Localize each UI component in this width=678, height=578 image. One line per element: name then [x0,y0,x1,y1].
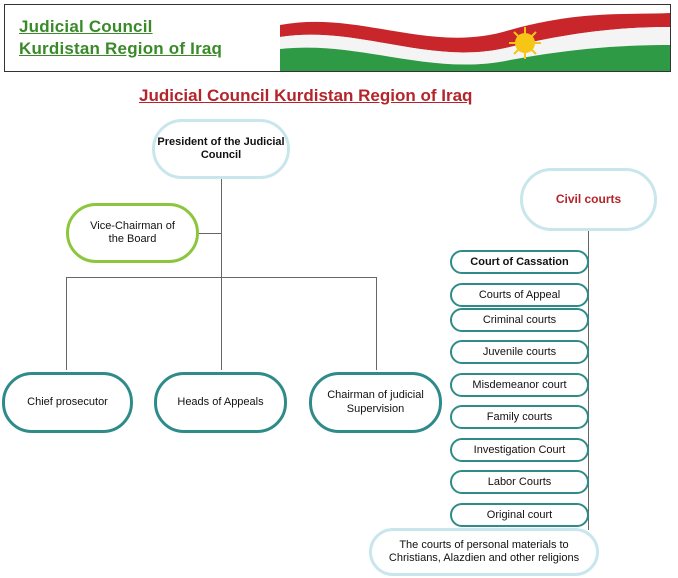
court-item: Court of Cassation [450,250,589,274]
header-banner: Judicial Council Kurdistan Region of Ira… [4,4,671,72]
node-personal-courts: The courts of personal materials to Chri… [369,528,599,576]
kurdistan-flag-icon [280,13,670,71]
connector-supervision [376,277,377,370]
court-item: Juvenile courts [450,340,589,364]
court-item: Investigation Court [450,438,589,462]
node-president: President of the Judicial Council [152,119,290,179]
court-item: Criminal courts [450,308,589,332]
connector-president-down [221,178,222,278]
chart-title: Judicial Council Kurdistan Region of Ira… [139,86,473,105]
header-title-line2: Kurdistan Region of Iraq [19,39,223,58]
court-item: Original court [450,503,589,527]
node-heads-of-appeals: Heads of Appeals [154,372,287,433]
node-chief-prosecutor: Chief prosecutor [2,372,133,433]
connector-prosecutor [66,277,67,370]
court-item: Family courts [450,405,589,429]
node-chairman-supervision: Chairman of judicial Supervision [309,372,442,433]
court-item: Courts of Appeal [450,283,589,307]
node-vice-chairman: Vice-Chairman of the Board [66,203,199,263]
node-civil-courts: Civil courts [520,168,657,231]
header-title-line1: Judicial Council [19,17,153,36]
connector-vice [196,233,221,234]
court-item: Misdemeanor court [450,373,589,397]
connector-civil-courts [588,230,589,530]
court-item: Labor Courts [450,470,589,494]
connector-appeals [221,277,222,370]
